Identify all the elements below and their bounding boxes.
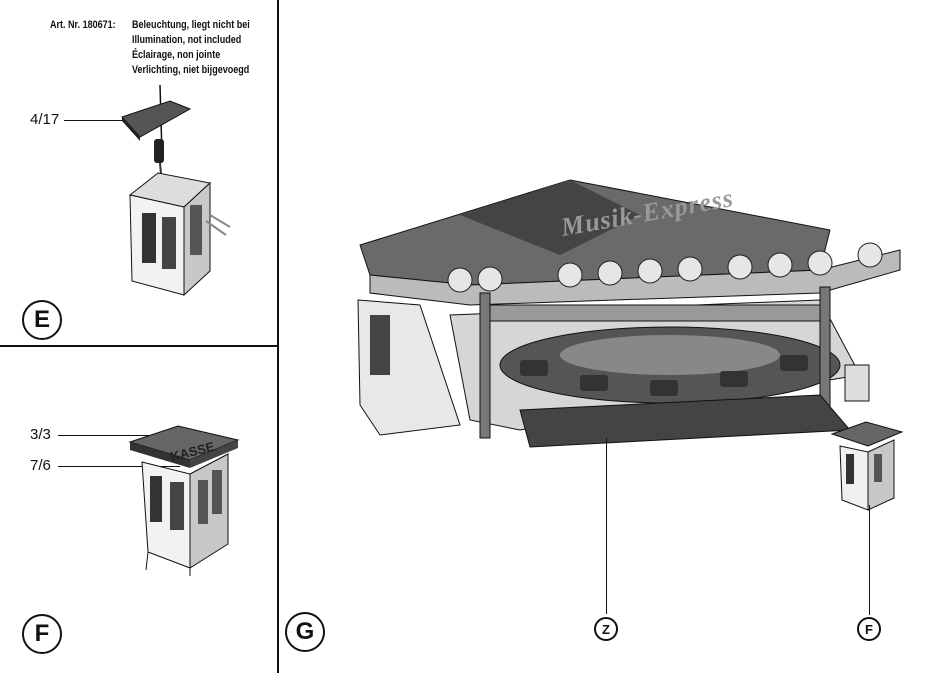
leader-line-z: [606, 438, 607, 614]
panel-g-label: G: [285, 612, 325, 652]
note-line-de: Beleuchtung, liegt nicht bei: [132, 18, 250, 33]
panel-f-label: F: [22, 614, 62, 654]
part-ref-4-17: 4/17: [30, 112, 59, 127]
booth-g-illustration: [828, 420, 908, 520]
part-ref-3-3: 3/3: [30, 427, 51, 442]
note-line-nl: Verlichting, niet bijgevoegd: [132, 63, 250, 78]
note-lines: Beleuchtung, liegt nicht bei Illuminatio…: [132, 18, 250, 78]
leader-line-f: [869, 505, 870, 615]
part-ref-7-6: 7/6: [30, 458, 51, 473]
callout-z: Z: [594, 617, 618, 641]
note-line-fr: Éclairage, non jointe: [132, 48, 250, 63]
booth-f-illustration: [120, 420, 250, 580]
article-number: Art. Nr. 180671:: [50, 18, 132, 33]
booth-e-illustration: [110, 95, 240, 305]
panel-e-label: E: [22, 300, 62, 340]
vertical-divider: [277, 0, 279, 673]
note-line-en: Illumination, not included: [132, 33, 250, 48]
horizontal-divider: [0, 345, 278, 347]
callout-f: F: [857, 617, 881, 641]
illumination-note: Art. Nr. 180671: Beleuchtung, liegt nich…: [50, 18, 250, 78]
